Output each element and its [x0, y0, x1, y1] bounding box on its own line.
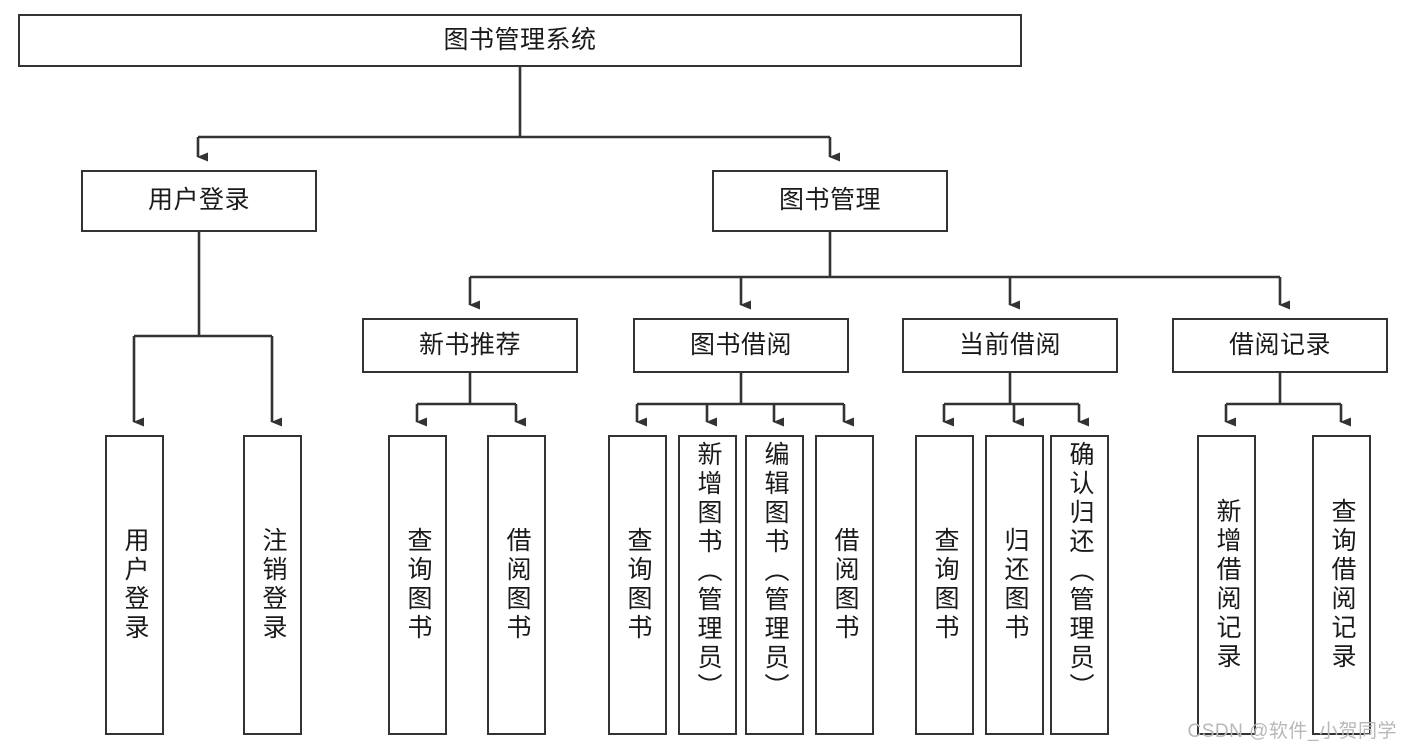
connector-userlogin-to-leaves — [132, 232, 282, 427]
leaf-logout-label: 注销登录 — [259, 527, 287, 643]
node-root-label: 图书管理系统 — [443, 25, 597, 54]
connector-bookborrow-to-leaves — [635, 373, 854, 427]
connector-borrowrecord-to-leaves — [1224, 373, 1351, 427]
connector-root-to-level2 — [196, 67, 840, 162]
leaf-return-book-label: 归还图书 — [1001, 527, 1029, 643]
leaf-add-book[interactable]: 新增图书（管理员） — [678, 435, 737, 735]
node-user-login-label: 用户登录 — [147, 186, 250, 215]
node-book-manage-label: 图书管理 — [778, 186, 881, 215]
leaf-query-record-label: 查询借阅记录 — [1328, 498, 1356, 672]
leaf-query-book-rec-label: 查询图书 — [404, 527, 432, 643]
leaf-borrow-book-br-label: 借阅图书 — [831, 527, 859, 643]
leaf-query-book-cb-label: 查询图书 — [931, 527, 959, 643]
leaf-borrow-book-rec-label: 借阅图书 — [503, 527, 531, 643]
node-book-manage[interactable]: 图书管理 — [712, 170, 948, 232]
node-current-borrow-label: 当前借阅 — [958, 330, 1061, 359]
node-borrow-record-label: 借阅记录 — [1228, 330, 1331, 359]
leaf-add-record[interactable]: 新增借阅记录 — [1197, 435, 1256, 735]
node-root[interactable]: 图书管理系统 — [18, 14, 1022, 67]
watermark-text: CSDN @软件_小贺同学 — [1187, 721, 1397, 742]
leaf-query-book-rec[interactable]: 查询图书 — [388, 435, 447, 735]
connector-currentborrow-to-leaves — [942, 373, 1089, 427]
leaf-edit-book-label: 编辑图书（管理员） — [761, 441, 789, 702]
leaf-query-record[interactable]: 查询借阅记录 — [1312, 435, 1371, 735]
leaf-confirm-return[interactable]: 确认归还（管理员） — [1050, 435, 1109, 735]
node-book-borrow-label: 图书借阅 — [689, 330, 792, 359]
leaf-return-book[interactable]: 归还图书 — [985, 435, 1044, 735]
node-new-book-rec-label: 新书推荐 — [418, 330, 521, 359]
leaf-borrow-book-br[interactable]: 借阅图书 — [815, 435, 874, 735]
leaf-query-book-br-label: 查询图书 — [624, 527, 652, 643]
leaf-edit-book[interactable]: 编辑图书（管理员） — [745, 435, 804, 735]
leaf-query-book-cb[interactable]: 查询图书 — [915, 435, 974, 735]
node-current-borrow[interactable]: 当前借阅 — [902, 318, 1118, 373]
leaf-logout[interactable]: 注销登录 — [243, 435, 302, 735]
node-user-login[interactable]: 用户登录 — [81, 170, 317, 232]
leaf-add-record-label: 新增借阅记录 — [1213, 498, 1241, 672]
node-borrow-record[interactable]: 借阅记录 — [1172, 318, 1388, 373]
leaf-query-book-br[interactable]: 查询图书 — [608, 435, 667, 735]
leaf-user-login-label: 用户登录 — [121, 527, 149, 643]
leaf-confirm-return-label: 确认归还（管理员） — [1066, 441, 1094, 702]
connector-bookmanage-to-level3 — [468, 232, 1290, 310]
leaf-add-book-label: 新增图书（管理员） — [694, 441, 722, 702]
node-new-book-rec[interactable]: 新书推荐 — [362, 318, 578, 373]
leaf-user-login[interactable]: 用户登录 — [105, 435, 164, 735]
connector-newbookrec-to-leaves — [415, 373, 526, 427]
node-book-borrow[interactable]: 图书借阅 — [633, 318, 849, 373]
leaf-borrow-book-rec[interactable]: 借阅图书 — [487, 435, 546, 735]
